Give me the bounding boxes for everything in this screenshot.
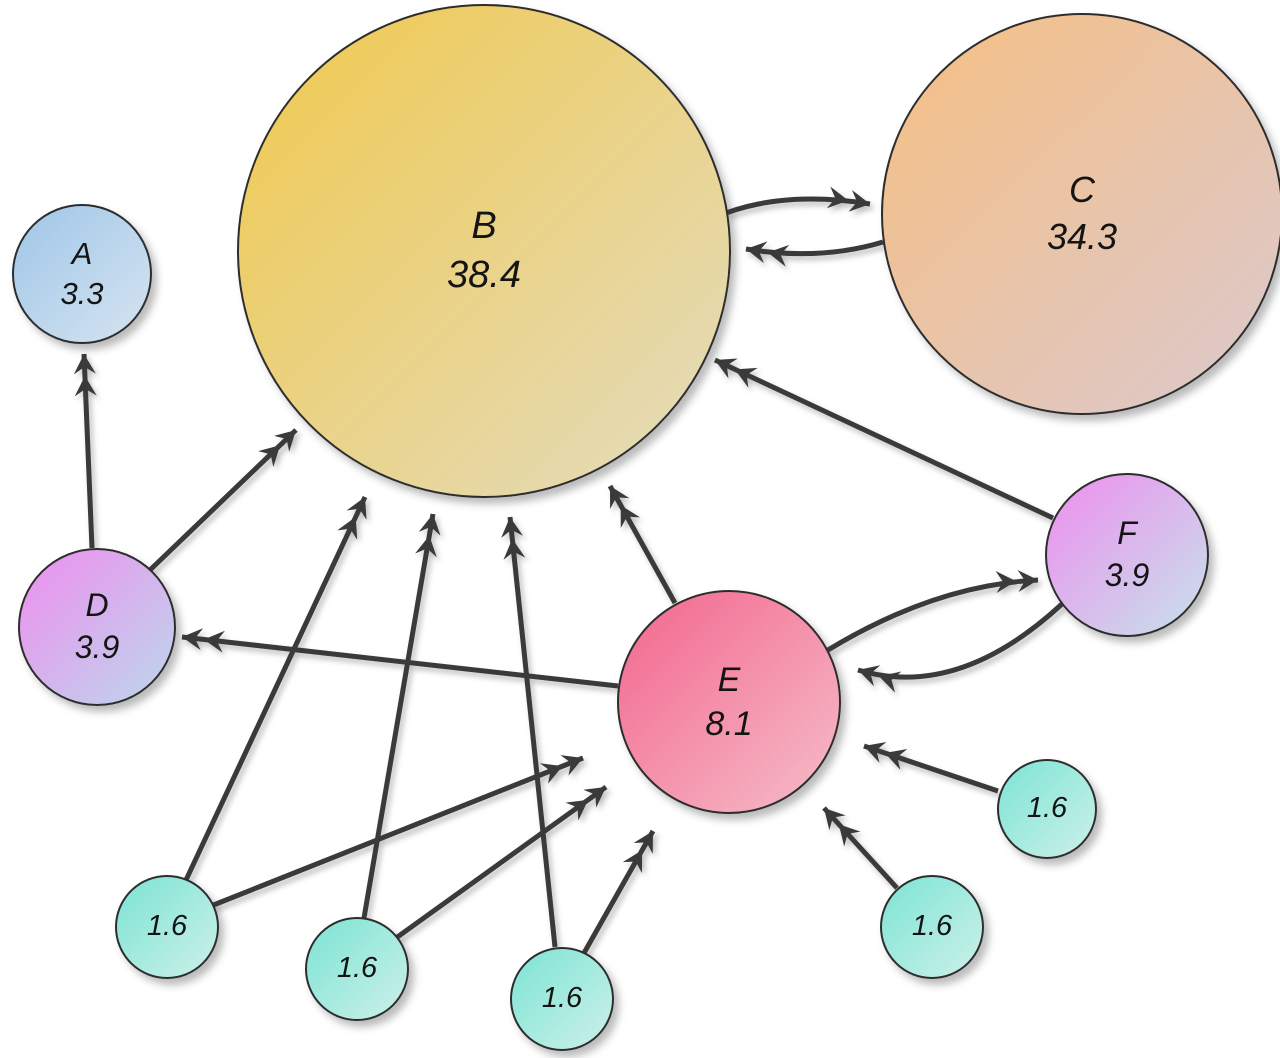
edge-F-B (713, 357, 1055, 521)
edge-s4-E (822, 806, 899, 890)
node-small-3: 1.6 (510, 947, 614, 1051)
edge-D-A (73, 353, 97, 549)
node-C-value: 34.3 (1046, 216, 1118, 257)
node-E: E 8.1 (617, 590, 841, 814)
edge-s5-E (863, 741, 999, 794)
edge-B-C (725, 186, 871, 216)
node-C: C 34.3 (881, 13, 1280, 415)
edge-E-D (181, 628, 619, 689)
node-C-label: C (1069, 169, 1095, 211)
edge-s3-E (581, 829, 656, 955)
node-small-3-value: 1.6 (541, 982, 583, 1015)
node-B-value: 38.4 (447, 254, 521, 296)
node-A: A 3.3 (12, 204, 152, 344)
edge-s1-B (183, 495, 368, 882)
node-small-2: 1.6 (305, 917, 409, 1021)
node-small-2-value: 1.6 (336, 952, 378, 985)
node-B-label: B (471, 204, 497, 247)
node-E-label: E (717, 660, 741, 699)
node-E-value: 8.1 (705, 705, 753, 743)
edge-C-B (745, 239, 884, 267)
edge-F-E (857, 602, 1064, 693)
node-D: D 3.9 (18, 548, 176, 706)
node-small-5: 1.6 (997, 759, 1097, 859)
edge-D-B (148, 428, 298, 572)
edge-s2-E (394, 784, 608, 941)
edge-E-F (826, 569, 1039, 653)
edge-s3-B (501, 516, 558, 948)
node-A-label: A (71, 235, 93, 271)
node-D-label: D (85, 587, 109, 624)
edge-s1-E (210, 755, 584, 909)
node-F-value: 3.9 (1104, 557, 1150, 593)
node-small-4-value: 1.6 (911, 910, 953, 943)
node-F-label: F (1117, 515, 1137, 552)
node-small-5-value: 1.6 (1026, 792, 1068, 825)
node-D-value: 3.9 (74, 629, 120, 665)
node-B: B 38.4 (237, 4, 731, 498)
node-small-4: 1.6 (880, 875, 984, 979)
node-small-1: 1.6 (115, 875, 219, 979)
node-F: F 3.9 (1045, 473, 1209, 637)
edge-E-B (607, 484, 678, 605)
edge-s2-B (361, 513, 441, 919)
node-small-1-value: 1.6 (146, 910, 188, 943)
node-A-value: 3.3 (60, 276, 104, 311)
